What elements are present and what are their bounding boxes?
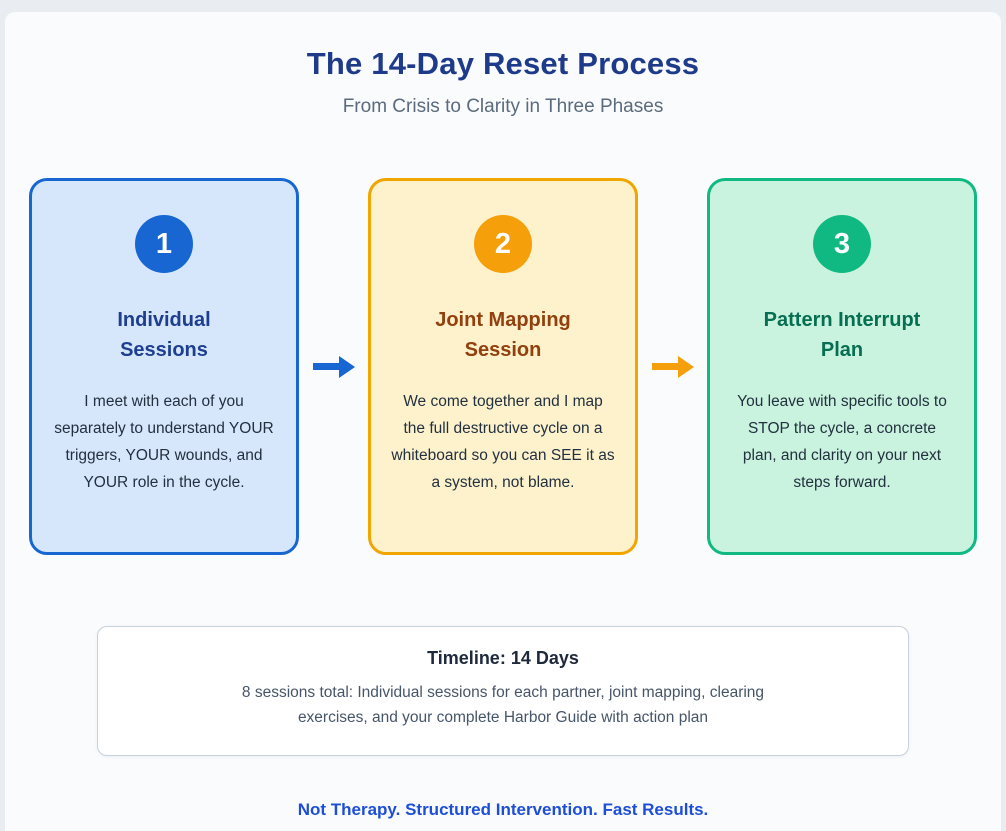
phase-1-description: I meet with each of you separately to un… bbox=[54, 393, 274, 491]
phase-2-number-badge: 2 bbox=[474, 215, 532, 273]
arrow-head bbox=[338, 355, 355, 378]
phase-2-description: We come together and I map the full dest… bbox=[391, 393, 615, 491]
phase-3-number-badge: 3 bbox=[813, 215, 871, 273]
phase-1-number-badge: 1 bbox=[135, 215, 193, 273]
arrow-head bbox=[677, 355, 694, 378]
phase-card-joint-mapping-session: 2 Joint Mapping Session We come together… bbox=[368, 178, 638, 555]
timeline-title: Timeline: 14 Days bbox=[427, 648, 579, 668]
phase-card-individual-sessions: 1 Individual Sessions I meet with each o… bbox=[29, 178, 299, 555]
phase-1-title: Individual Sessions bbox=[117, 309, 211, 361]
footer-tagline: Not Therapy. Structured Intervention. Fa… bbox=[297, 799, 709, 819]
arrow-gap-2 bbox=[638, 178, 707, 555]
timeline-description: 8 sessions total: Individual sessions fo… bbox=[241, 684, 765, 726]
phase-card-pattern-interrupt-plan: 3 Pattern Interrupt Plan You leave with … bbox=[707, 178, 977, 555]
phase-3-description: You leave with specific tools to STOP th… bbox=[737, 393, 947, 491]
content-panel: The 14-Day Reset Process From Crisis to … bbox=[5, 12, 1001, 831]
arrow-right-icon-orange bbox=[651, 355, 694, 378]
page-title: The 14-Day Reset Process bbox=[306, 46, 700, 81]
arrow-bar bbox=[312, 363, 339, 370]
arrow-bar bbox=[651, 363, 678, 370]
page-subtitle: From Crisis to Clarity in Three Phases bbox=[342, 96, 664, 117]
phase-3-title: Pattern Interrupt Plan bbox=[763, 309, 921, 361]
phases-row: 1 Individual Sessions I meet with each o… bbox=[5, 178, 1001, 555]
phase-2-title: Joint Mapping Session bbox=[435, 309, 571, 361]
arrow-right-icon-blue bbox=[312, 355, 355, 378]
timeline-summary-box: Timeline: 14 Days 8 sessions total: Indi… bbox=[97, 626, 909, 756]
arrow-gap-1 bbox=[299, 178, 368, 555]
